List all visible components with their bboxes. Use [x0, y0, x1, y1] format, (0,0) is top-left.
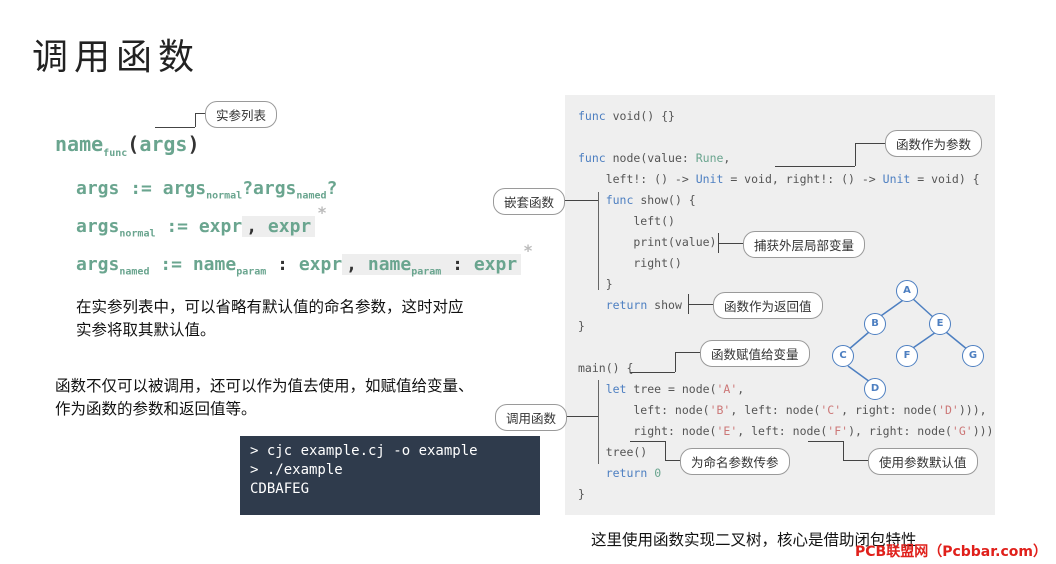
callout-use-default: 使用参数默认值: [868, 448, 978, 475]
callout-nested-func: 嵌套函数: [493, 188, 566, 215]
tree-node-g: G: [962, 345, 984, 367]
tree-node-e: E: [929, 313, 951, 335]
callout-assign-func: 函数赋值给变量: [700, 340, 810, 367]
slide-title: 调用函数: [32, 37, 201, 78]
callout-pass-named: 为命名参数传参: [680, 448, 790, 475]
callout-func-as-param: 函数作为参数: [885, 130, 983, 157]
terminal-output: > cjc example.cj -o example > ./example …: [240, 436, 540, 515]
formula-line-1: args := argsnormal?argsnamed?: [76, 178, 338, 202]
callout-call-func: 调用函数: [495, 404, 568, 431]
tree-node-c: C: [832, 345, 854, 367]
formula-line-3: argsnamed := nameparam : expr, nameparam…: [76, 241, 533, 278]
formula-signature: namefunc(args): [55, 132, 200, 159]
callout-capture-vars: 捕获外层局部变量: [743, 231, 866, 258]
callout-func-as-return: 函数作为返回值: [713, 292, 823, 319]
watermark: PCB联盟网（Pcbbar.com）: [855, 544, 1047, 560]
tree-node-d: D: [864, 378, 886, 400]
tree-node-b: B: [864, 313, 886, 335]
formula-line-2: argsnormal := expr, expr*: [76, 203, 327, 240]
paragraph-func-as-value: 函数不仅可以被调用，还可以作为值去使用，如赋值给变量、 作为函数的参数和返回值等…: [55, 377, 474, 418]
paragraph-default-args: 在实参列表中，可以省略有默认值的命名参数，这时对应 实参将取其默认值。: [76, 298, 464, 339]
binary-tree-diagram: [847, 297, 969, 383]
code-caption: 这里使用函数实现二叉树，核心是借助闭包特性: [591, 531, 917, 549]
tree-node-a: A: [896, 280, 918, 302]
code-listing: func void() {} func node(value: Rune, le…: [578, 109, 994, 501]
callout-arg-list: 实参列表: [205, 101, 278, 128]
tree-node-f: F: [896, 345, 918, 367]
